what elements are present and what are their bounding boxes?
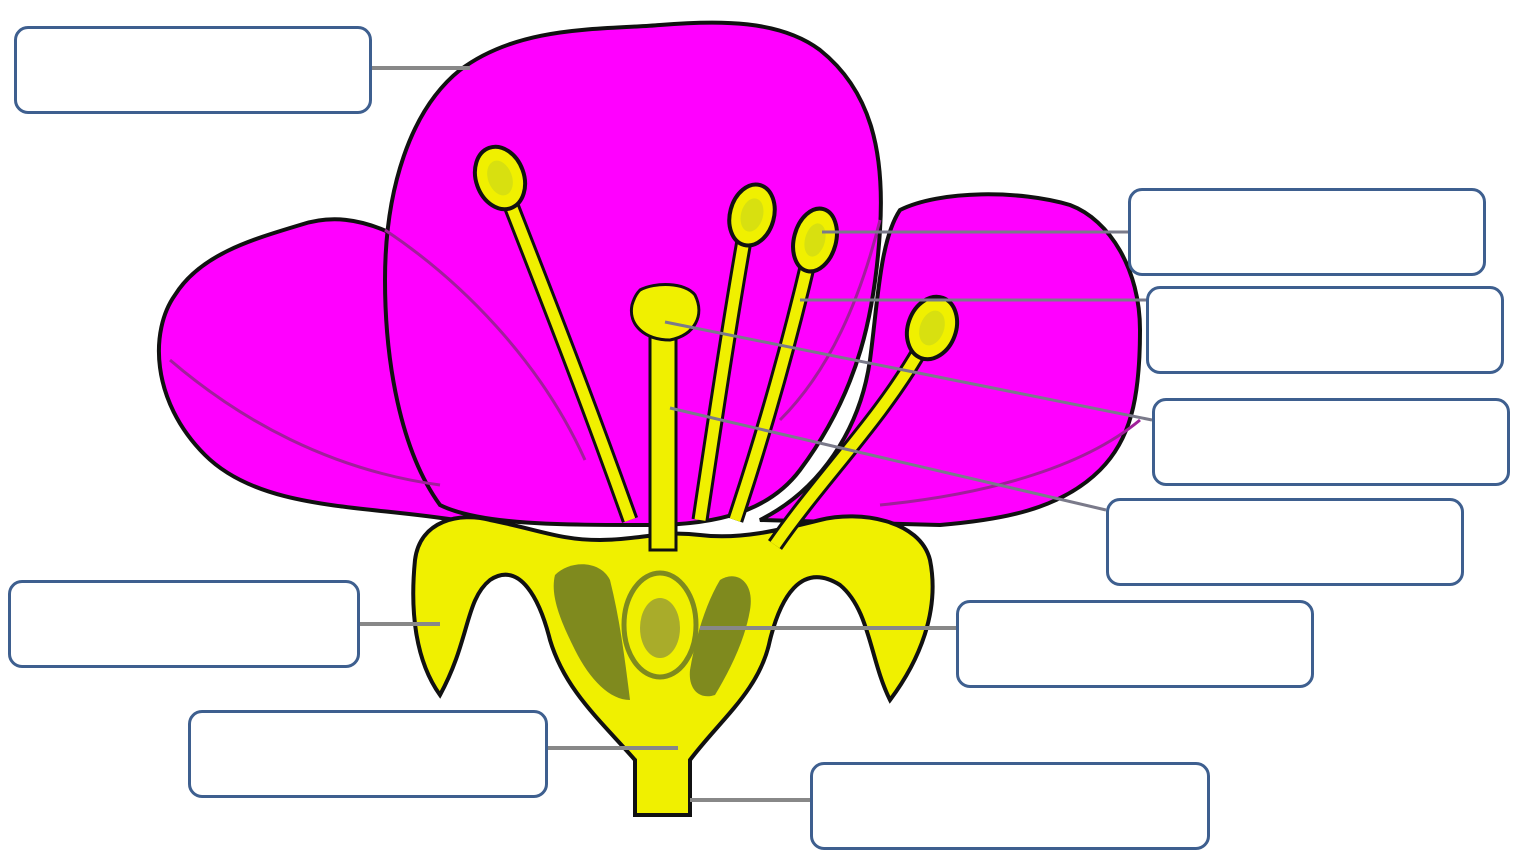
label-box-top-left[interactable] (14, 26, 372, 114)
label-box-right-3[interactable] (1152, 398, 1510, 486)
stigma (631, 285, 698, 340)
label-box-right-2[interactable] (1146, 286, 1504, 374)
pistil-style (650, 320, 676, 550)
ovule-inner (640, 598, 680, 658)
label-box-right-5[interactable] (956, 600, 1314, 688)
label-box-right-4[interactable] (1106, 498, 1464, 586)
label-box-left-middle[interactable] (8, 580, 360, 668)
label-box-bottom-left[interactable] (188, 710, 548, 798)
label-box-bottom-right[interactable] (810, 762, 1210, 850)
label-box-right-1[interactable] (1128, 188, 1486, 276)
